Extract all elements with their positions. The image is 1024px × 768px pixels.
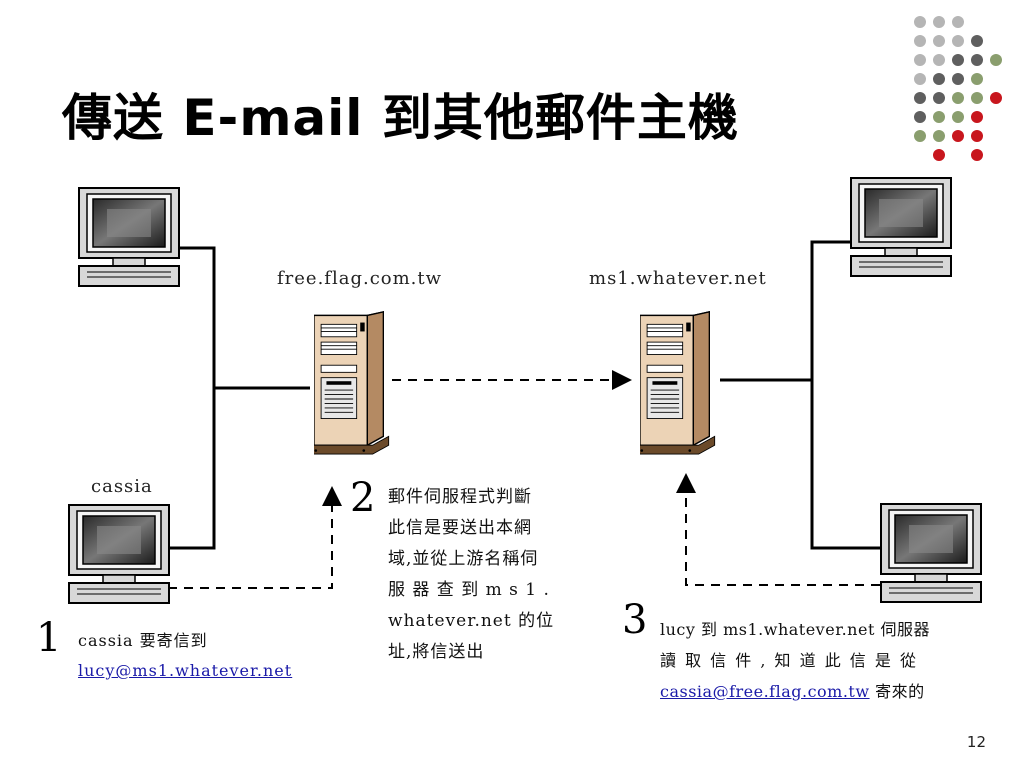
client-label-cassia: cassia [91,476,153,497]
mail-flow-arrows [168,370,880,589]
step-2-line: whatever.net 的位 [388,611,555,631]
step-3-line-2: 讀 取 信 件 , 知 道 此 信 是 從 [660,651,918,670]
step-2-number: 2 [350,475,376,521]
network-lines [168,240,882,550]
step-2-line: 服 器 查 到 m s 1 . [388,580,550,600]
step-1-text: cassia 要寄信到 lucy@ms1.whatever.net [78,626,292,686]
decorative-dots [914,16,1002,161]
step-3-text: lucy 到 ms1.whatever.net 伺服器 讀 取 信 件 , 知 … [660,614,990,707]
slide-title: 傳送 E-mail 到其他郵件主機 [62,89,739,147]
step-2-line: 郵件伺服程式判斷 [388,487,532,507]
computer-top-right-icon [849,176,953,278]
server-label-right: ms1.whatever.net [589,268,767,289]
page-number: 12 [966,733,986,751]
step-3-line-3-rest: 寄來的 [869,682,925,701]
computer-lucy-icon [879,502,983,604]
step-2-line: 址,將信送出 [388,642,485,662]
server-free-flag-icon [314,311,390,455]
server-ms1-icon [640,311,716,455]
email-link-cassia[interactable]: cassia@free.flag.com.tw [660,682,870,701]
email-link-lucy[interactable]: lucy@ms1.whatever.net [78,661,293,680]
step-2-line: 域,並從上游名稱伺 [388,549,539,569]
step-3-line-1: lucy 到 ms1.whatever.net 伺服器 [660,620,930,639]
computer-cassia-icon [67,503,171,605]
step-2-line: 此信是要送出本網 [388,518,532,538]
step-1-number: 1 [36,615,62,661]
step-2-text: 郵件伺服程式判斷 此信是要送出本網 域,並從上游名稱伺 服 器 查 到 m s … [388,482,588,668]
server-label-left: free.flag.com.tw [277,268,443,289]
computer-top-left-icon [77,186,181,288]
step-1-line-1: cassia 要寄信到 [78,631,208,650]
step-3-number: 3 [622,597,648,643]
